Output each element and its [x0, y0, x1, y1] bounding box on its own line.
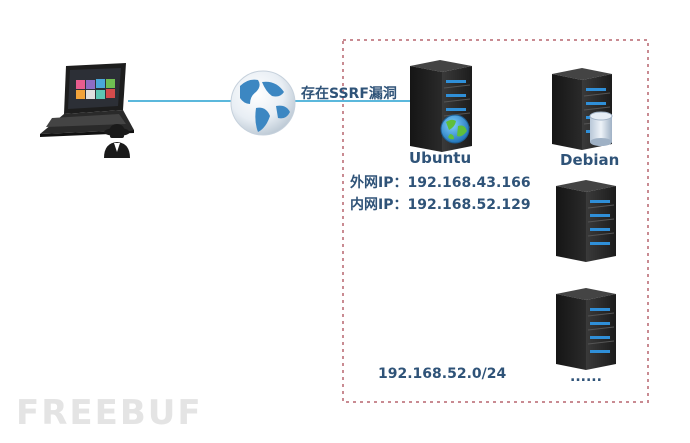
- debian-name: Debian: [560, 151, 620, 169]
- hacker-icon: [104, 124, 130, 158]
- more-servers-label: ......: [570, 369, 602, 385]
- earth-badge-icon: [440, 114, 470, 144]
- subnet-label: 192.168.52.0/24: [378, 366, 507, 382]
- server-icon: [556, 288, 616, 370]
- watermark-logo: FREEBUF: [16, 393, 203, 433]
- ubuntu-internal-ip: 内网IP：192.168.52.129: [350, 197, 531, 213]
- ubuntu-name: Ubuntu: [409, 149, 472, 167]
- vulnerability-label: 存在SSRF漏洞: [301, 86, 397, 102]
- globe-icon: [230, 70, 296, 136]
- server-icon: [556, 180, 616, 262]
- database-icon: [589, 111, 613, 146]
- ubuntu-external-ip: 外网IP：192.168.43.166: [350, 175, 531, 191]
- intranet-boundary: [342, 39, 649, 403]
